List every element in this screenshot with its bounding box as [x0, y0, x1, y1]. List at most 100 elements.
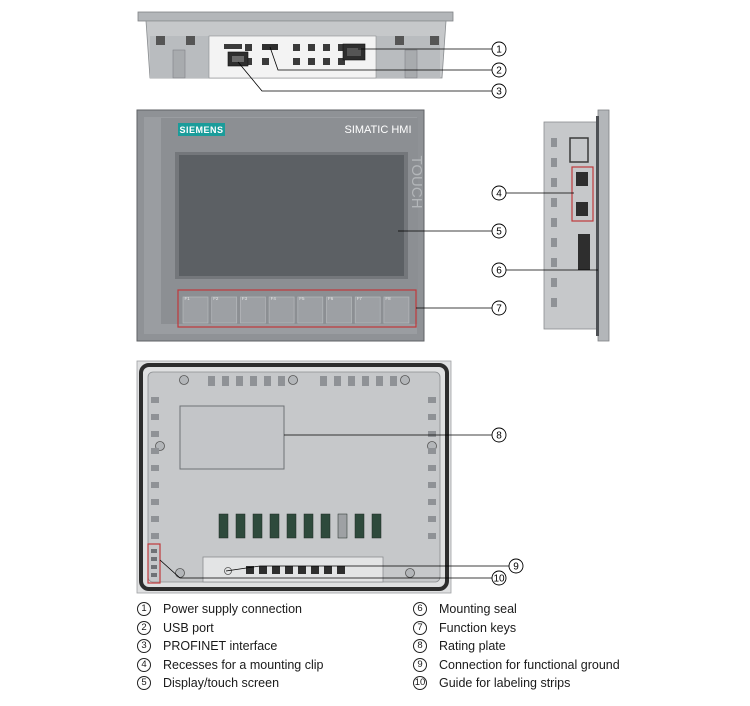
side-notch: [428, 482, 436, 488]
callout-number: 6: [496, 266, 502, 277]
vent-slot: [354, 513, 365, 539]
mounting-hole: [400, 375, 410, 385]
connector-pin: [285, 566, 293, 574]
labeling-strip-guide-frame: [147, 543, 161, 584]
function-key-label: F4: [271, 296, 277, 301]
legend-number: 4: [137, 657, 151, 672]
function-key[interactable]: [268, 296, 295, 324]
legend-label: Guide for labeling strips: [439, 676, 571, 690]
legend-item: 4 Recesses for a mounting clip: [137, 656, 324, 675]
side-notch: [428, 414, 436, 420]
connector-pin: [246, 566, 254, 574]
rating-plate: [179, 405, 285, 470]
vent-slot: [337, 513, 348, 539]
bottom-connector-pins: [246, 566, 345, 574]
legend-label: PROFINET interface: [163, 639, 278, 653]
callout-lines: [159, 46, 598, 579]
vent-slot: [320, 513, 331, 539]
legend-number: 7: [413, 620, 427, 635]
callout-circle: [491, 41, 507, 57]
legend-item: 3 PROFINET interface: [137, 637, 324, 656]
callout-circle: [491, 570, 507, 586]
mounting-hole: [288, 375, 298, 385]
display-screen: [179, 155, 404, 276]
side-notch: [151, 465, 159, 471]
function-key[interactable]: [182, 296, 209, 324]
legend-label: Connection for functional ground: [439, 657, 620, 672]
legend-label: Recesses for a mounting clip: [163, 657, 324, 672]
latch-tab: [264, 376, 271, 386]
latch-tab: [348, 376, 355, 386]
function-key[interactable]: [211, 296, 238, 324]
callout-number: 1: [496, 45, 502, 56]
latch-tab: [320, 376, 327, 386]
side-notch: [428, 465, 436, 471]
side-slots: [151, 397, 436, 539]
vent-slot: [286, 513, 297, 539]
legend-number: 3: [137, 639, 151, 654]
function-key[interactable]: [326, 296, 352, 324]
function-key[interactable]: [240, 296, 266, 324]
legend-item: 7 Function keys: [413, 619, 620, 638]
latch-tab: [390, 376, 397, 386]
side-view: [543, 109, 610, 342]
connector-pin: [324, 566, 332, 574]
side-notch: [151, 397, 159, 403]
product-name: SIMATIC HMI: [344, 124, 411, 136]
side-notch: [428, 499, 436, 505]
latch-tab: [334, 376, 341, 386]
legend-number: 8: [413, 639, 427, 654]
vent-slot: [235, 513, 246, 539]
function-key-label: F8: [385, 296, 391, 301]
function-key[interactable]: [383, 296, 410, 324]
vent-slot: [252, 513, 263, 539]
latch-tab: [236, 376, 243, 386]
mounting-hole: [179, 375, 189, 385]
callout-circle: [491, 62, 507, 78]
top-connector-grid: [245, 44, 345, 65]
mounting-clip-recess-frame: [571, 166, 594, 222]
callout-number: 2: [496, 66, 502, 77]
latch-tab: [208, 376, 215, 386]
connector-pin: [259, 566, 267, 574]
function-key[interactable]: [354, 296, 381, 324]
vent-slot: [303, 513, 314, 539]
side-notch: [151, 448, 159, 454]
latch-tab: [376, 376, 383, 386]
legend-item: 8 Rating plate: [413, 637, 620, 656]
touch-label: TOUCH: [408, 155, 425, 208]
legend-right-column: 6 Mounting seal 7 Function keys 8 Rating pl…: [413, 600, 620, 693]
side-notch: [151, 499, 159, 505]
latch-tab: [222, 376, 229, 386]
callout-number: 8: [496, 431, 502, 442]
function-key[interactable]: [297, 296, 324, 324]
legend-label: Function keys: [439, 620, 517, 635]
callout-number: 5: [496, 227, 502, 238]
callout-circle: [491, 262, 507, 278]
latch-tab: [250, 376, 257, 386]
side-notch: [428, 516, 436, 522]
callout-number: 4: [496, 189, 502, 200]
legend-number: 2: [137, 620, 151, 635]
function-key-label: F6: [328, 296, 334, 301]
function-key-label: F1: [185, 296, 191, 301]
side-notch: [151, 533, 159, 539]
callout-number: 7: [496, 304, 502, 315]
legend-label: Rating plate: [439, 639, 506, 653]
back-slots: [208, 376, 397, 539]
callout-circle: [491, 83, 507, 99]
legend-number: 6: [413, 602, 427, 617]
connector-pin: [311, 566, 319, 574]
side-notch: [151, 431, 159, 437]
callout-circle: [491, 427, 507, 443]
side-notch: [428, 533, 436, 539]
legend-label: Mounting seal: [439, 602, 517, 616]
